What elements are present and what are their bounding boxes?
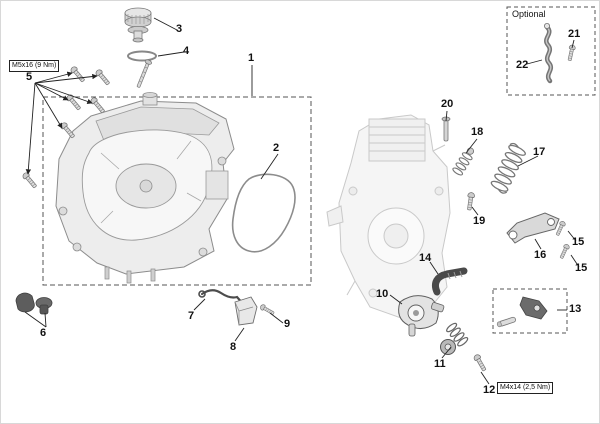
callout-5: 5 [26,71,33,83]
oil-cap-drawing [124,7,152,43]
callout-5-arrows [25,71,98,175]
callout-10: 10 [376,288,389,300]
leader-lines [24,17,580,385]
callout-8: 8 [230,341,237,353]
cap-screw-icon [136,59,152,88]
callout-1: 1 [248,52,255,64]
callout-12: 12 [483,384,496,396]
spacer-block-drawing [234,296,258,326]
torque-spec-m5: M5x16 (9 Nm) [9,60,60,72]
worm-spring-drawing [440,322,469,355]
torque-spec-m4: M4x14 (2,5 Nm) [497,382,554,394]
tensioner-group-box [492,288,568,334]
crankcase-housing-drawing [55,92,235,284]
reference-engine-drawing [326,114,451,319]
callout-20: 20 [441,98,454,110]
callout-22: 22 [516,59,529,71]
callout-3: 3 [176,23,183,35]
callout-6: 6 [40,327,47,339]
group-box-1 [42,96,312,286]
lever-drawing [506,212,560,244]
callout-16: 16 [534,249,547,261]
screw-icon [558,243,571,260]
cap-gasket-drawing [127,50,157,62]
callout-7: 7 [188,310,195,322]
callout-21: 21 [568,28,581,40]
screw-icon [472,353,488,373]
screw-icon [94,68,112,87]
screw-icon [259,303,276,317]
grommets-drawing [15,292,53,315]
optional-group-box [506,6,596,96]
callout-14: 14 [419,252,432,264]
oil-pump-drawing [398,295,445,337]
screw-icon [566,44,577,62]
screw-icon [65,93,83,112]
spring-screw-drawing [452,147,475,176]
callout-13: 13 [569,303,582,315]
callout-18: 18 [471,126,484,138]
optional-label: Optional [512,9,546,19]
wire-link-drawing [198,289,246,307]
elbow-hose-drawing [431,267,468,296]
screw-icon [21,171,39,190]
housing-studs [104,266,156,284]
callout-4: 4 [183,45,190,57]
screw-icon [89,96,107,115]
screw-icon [69,65,87,84]
callout-19: 19 [473,215,486,227]
callout-2: 2 [273,142,280,154]
callout-15b: 15 [575,262,588,274]
screw-icon [465,191,476,211]
gasket-drawing [231,173,296,253]
callout-9: 9 [284,318,291,330]
flat-spring-clip-drawing [544,22,554,84]
callout-15a: 15 [572,236,585,248]
callout-11: 11 [434,358,446,370]
coil-spring-drawing [490,142,526,194]
callout-17: 17 [533,146,546,158]
